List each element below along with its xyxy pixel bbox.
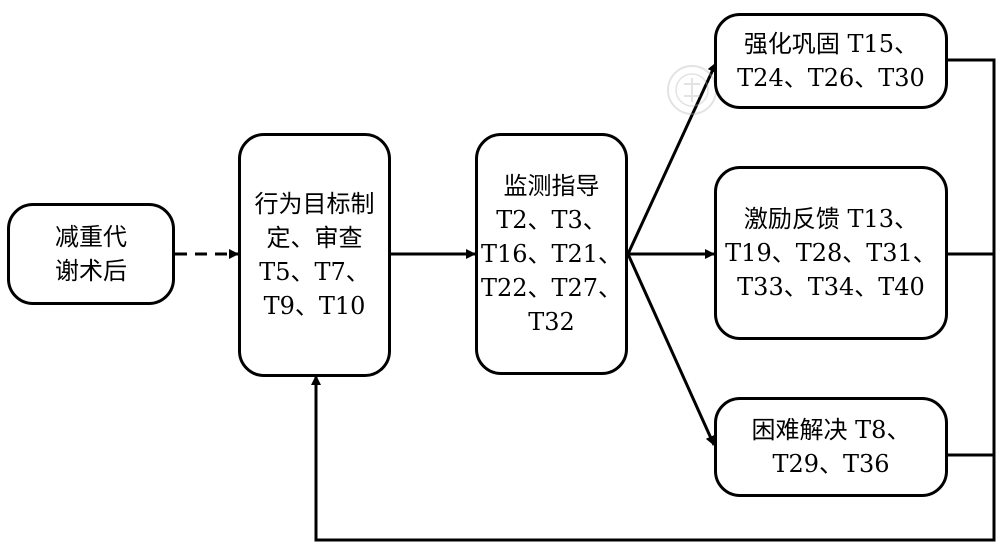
node-consolidate-line-2: T24、T26、T30	[737, 64, 925, 92]
arrow-monitor-to-consolidate	[626, 62, 718, 255]
node-incentive-feedback: 激励反馈 T13、 T19、T28、T31、 T33、T34、T40	[714, 166, 948, 340]
node-monitor-line-5: T32	[528, 308, 575, 336]
node-solve-line-1: 困难解决 T8、	[751, 416, 911, 444]
node-start-line-2: 谢术后	[55, 257, 127, 285]
node-goal-line-4: T9、T10	[263, 292, 366, 320]
node-monitoring-guidance: 监测指导 T2、T3、 T16、T21、 T22、T27、 T32	[475, 133, 628, 375]
node-consolidation: 强化巩固 T15、 T24、T26、T30	[714, 13, 948, 109]
node-goal-line-3: T5、T7、	[259, 258, 370, 286]
node-incentive-line-1: 激励反馈 T13、	[743, 205, 919, 233]
node-monitor-line-1: 监测指导	[503, 172, 600, 200]
node-solve-line-2: T29、T36	[772, 450, 890, 478]
node-problem-solving: 困难解决 T8、 T29、T36	[714, 397, 948, 497]
node-goal-line-1: 行为目标制	[254, 190, 375, 218]
node-monitor-line-4: T22、T27、	[480, 274, 623, 302]
node-incentive-line-2: T19、T28、T31、	[725, 239, 937, 267]
node-start: 减重代 谢术后	[7, 203, 175, 305]
node-monitor-line-3: T16、T21、	[480, 240, 623, 268]
node-start-line-1: 减重代	[55, 223, 127, 251]
node-incentive-line-3: T33、T34、T40	[737, 273, 925, 301]
node-goal-line-2: 定、审查	[266, 224, 363, 252]
node-monitor-line-2: T2、T3、	[496, 206, 607, 234]
arrow-monitor-to-solve	[626, 253, 716, 446]
node-goal-setting: 行为目标制 定、审查 T5、T7、 T9、T10	[238, 133, 391, 377]
feedback-loop-line	[311, 58, 996, 542]
node-consolidate-line-1: 强化巩固 T15、	[743, 30, 919, 58]
